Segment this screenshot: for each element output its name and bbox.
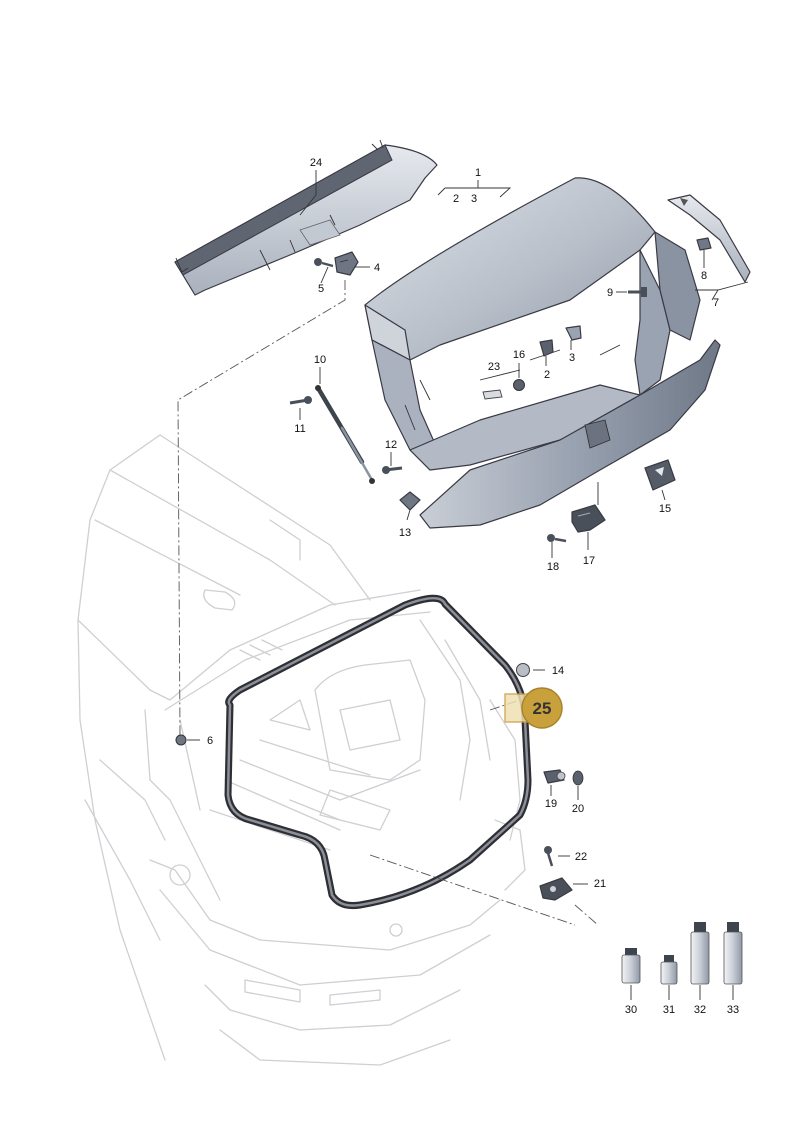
bolt-5 [314, 258, 334, 268]
can-33 [723, 922, 743, 985]
label-24: 24 [310, 157, 322, 169]
highlight-callout-25[interactable]: 25 [504, 687, 563, 729]
lock-17 [571, 504, 606, 533]
can-30 [621, 948, 641, 984]
label-15: 15 [659, 503, 671, 515]
clip-8 [696, 237, 712, 251]
striker-21 [539, 877, 573, 901]
buffer-14 [516, 663, 530, 677]
side-trim-7 [667, 194, 751, 283]
label-3-mid: 3 [569, 352, 575, 364]
label-11: 11 [294, 423, 305, 435]
can-32 [690, 922, 710, 985]
label-30: 30 [625, 1004, 637, 1016]
label-17: 17 [583, 555, 595, 567]
ball-stud-12 [382, 466, 403, 474]
highlight-number: 25 [533, 699, 552, 718]
label-20: 20 [572, 803, 584, 815]
release-button-15 [644, 459, 676, 491]
label-21: 21 [594, 878, 606, 890]
switch-13 [399, 491, 421, 511]
nut-16 [513, 379, 525, 391]
label-16: 16 [513, 349, 525, 361]
label-33: 33 [727, 1004, 739, 1016]
bolt-18 [547, 534, 567, 543]
label-23: 23 [488, 361, 500, 373]
rear-spoiler [174, 139, 438, 296]
label-4: 4 [374, 262, 380, 274]
gas-strut-10 [315, 385, 375, 484]
hinge-4 [334, 251, 359, 276]
nut-6 [175, 734, 187, 746]
label-5: 5 [318, 283, 324, 295]
can-31 [660, 955, 678, 985]
label-31: 31 [663, 1004, 675, 1016]
clip-2 [539, 339, 554, 357]
buffer-19 [543, 769, 566, 784]
bolt-9 [628, 287, 647, 297]
label-7: 7 [713, 297, 719, 309]
label-10: 10 [314, 354, 326, 366]
screw-22 [544, 846, 554, 867]
tailgate-seal [224, 594, 532, 909]
tailgate-panel [364, 177, 721, 529]
label-19: 19 [545, 798, 557, 810]
car-body-outline [77, 434, 526, 1066]
label-2-mid: 2 [544, 369, 550, 381]
label-22: 22 [575, 851, 587, 863]
label-1: 1 [475, 167, 481, 179]
part-labels: 24 1 2 3 4 5 8 7 9 3 2 16 23 10 11 12 13… [207, 157, 739, 1016]
ball-stud-11 [289, 396, 312, 405]
label-13: 13 [399, 527, 411, 539]
pad-23 [482, 389, 503, 400]
label-12: 12 [385, 439, 397, 451]
label-6: 6 [207, 735, 213, 747]
label-32: 32 [694, 1004, 706, 1016]
cans-group [621, 922, 743, 985]
callout-lines [187, 170, 749, 1000]
label-18: 18 [547, 561, 559, 573]
label-9: 9 [607, 287, 613, 299]
label-2-top: 2 [453, 193, 459, 205]
label-8: 8 [701, 270, 707, 282]
label-14: 14 [552, 665, 564, 677]
cap-20 [572, 770, 584, 786]
label-3-top: 3 [471, 193, 477, 205]
clip-3 [565, 325, 582, 341]
